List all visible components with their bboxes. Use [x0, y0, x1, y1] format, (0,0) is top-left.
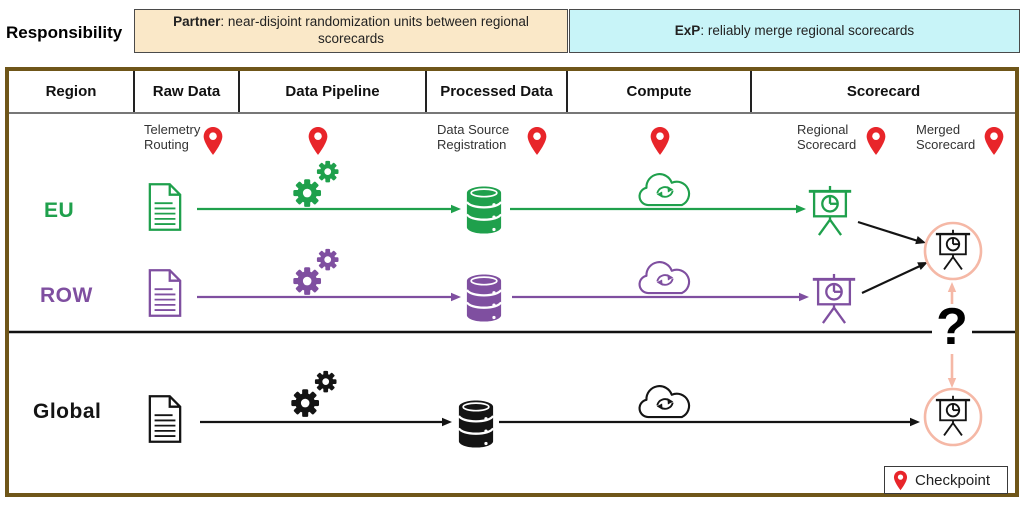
checkpoint-legend-label: Checkpoint — [915, 471, 991, 489]
diagram-frame — [5, 67, 1019, 497]
checkpoint-pin-icon — [893, 470, 908, 491]
gears-icon — [290, 370, 340, 420]
cloud-sync-icon — [636, 260, 694, 298]
global-scorecard-board-icon — [934, 395, 972, 437]
document-icon — [147, 268, 183, 318]
header-raw-data: Raw Data — [135, 71, 240, 112]
gears-icon — [292, 160, 342, 210]
header-region: Region — [9, 71, 135, 112]
checkpoint-legend: Checkpoint — [884, 466, 1008, 494]
scorecard-board-icon — [810, 273, 858, 325]
database-icon — [465, 184, 503, 236]
partner-responsibility-box: Partner: near-disjoint randomization uni… — [134, 9, 568, 53]
cloud-sync-icon — [636, 172, 694, 210]
checkpoint-pin-icon — [202, 126, 224, 156]
checkpoint-label-merged-scorecard: Merged Scorecard — [916, 122, 976, 153]
cloud-sync-icon — [636, 384, 694, 422]
database-icon — [457, 398, 495, 450]
question-mark: ? — [932, 301, 972, 353]
checkpoint-label-regional-scorecard: Regional Scorecard — [797, 122, 857, 153]
scorecard-board-icon — [806, 185, 854, 237]
header-data-pipeline: Data Pipeline — [240, 71, 427, 112]
row-label-eu: EU — [44, 199, 75, 222]
header-scorecard: Scorecard — [846, 83, 921, 100]
gears-icon — [292, 248, 342, 298]
checkpoint-label-telemetry-routing: Telemetry Routing — [144, 122, 201, 153]
exp-responsibility-box: ExP: reliably merge regional scorecards — [569, 9, 1020, 53]
row-label-global: Global — [33, 400, 102, 423]
responsibility-label: Responsibility — [6, 23, 123, 42]
checkpoint-pin-icon — [307, 126, 329, 156]
exp-text: : reliably merge regional scorecards — [700, 22, 915, 38]
table-header-row: Region Raw Data Data Pipeline Processed … — [9, 71, 1015, 114]
document-icon — [147, 394, 183, 444]
exp-prefix: ExP — [674, 22, 701, 38]
row-label-row: ROW — [40, 284, 93, 307]
checkpoint-label-data-source-registration: Data Source Registration — [437, 122, 510, 153]
database-icon — [465, 272, 503, 324]
checkpoint-pin-icon — [649, 126, 671, 156]
merged-scorecard-board-icon — [934, 229, 972, 271]
checkpoint-pin-icon — [526, 126, 548, 156]
partner-responsibility-text: Partner: near-disjoint randomization uni… — [145, 14, 557, 48]
partner-prefix: Partner — [173, 14, 221, 30]
partner-text: : near-disjoint randomization units betw… — [220, 14, 529, 46]
checkpoint-pin-icon — [983, 126, 1005, 156]
header-processed-data: Processed Data — [427, 71, 568, 112]
document-icon — [147, 182, 183, 232]
header-compute: Compute — [568, 71, 752, 112]
checkpoint-pin-icon — [865, 126, 887, 156]
exp-responsibility-text: ExP: reliably merge regional scorecards — [675, 23, 914, 40]
